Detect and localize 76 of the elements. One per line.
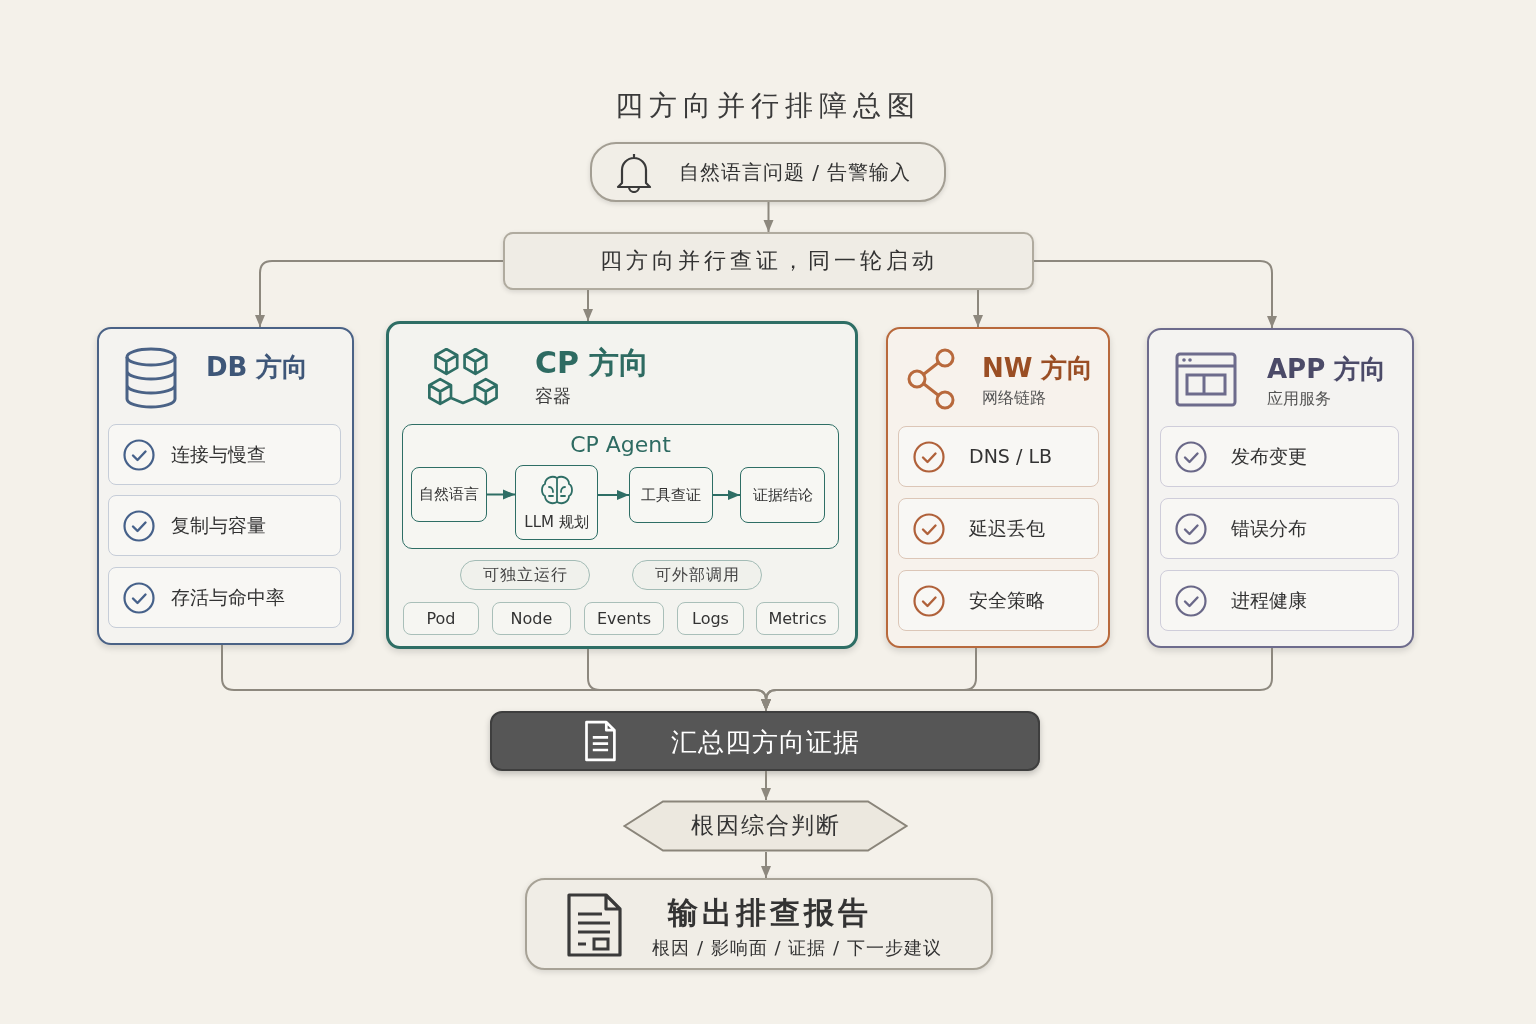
agent-frame bbox=[402, 424, 839, 549]
source-chip bbox=[756, 602, 839, 635]
arrow bbox=[763, 201, 774, 233]
report-heading: 输出排查报告 bbox=[668, 896, 872, 929]
check-label: 连接与慢查 bbox=[171, 444, 266, 465]
step-label: 自然语言 bbox=[419, 486, 479, 503]
check-label: 进程健康 bbox=[1231, 590, 1307, 611]
panel-subheading: 容器 bbox=[535, 386, 571, 406]
panel-heading: CP 方向 bbox=[535, 346, 650, 379]
check-item bbox=[898, 426, 1099, 487]
arrow bbox=[712, 490, 741, 500]
source-chip bbox=[677, 602, 744, 635]
check-item bbox=[108, 424, 341, 485]
source-label: Pod bbox=[426, 609, 456, 628]
step-label: LLM 规划 bbox=[524, 513, 589, 531]
panel bbox=[386, 321, 858, 649]
check-item bbox=[1160, 498, 1399, 559]
step-box bbox=[629, 467, 713, 523]
tag-label: 可外部调用 bbox=[654, 566, 740, 584]
decision-label: 根因综合判断 bbox=[690, 813, 841, 839]
check-label: 复制与容量 bbox=[171, 515, 266, 536]
panel bbox=[97, 327, 354, 645]
summary-label: 汇总四方向证据 bbox=[670, 728, 860, 757]
check-item bbox=[898, 498, 1099, 559]
arrow bbox=[761, 851, 771, 879]
banner-heading: 四方向并行查证，同一轮启动 bbox=[599, 248, 938, 274]
check-label: 存活与命中率 bbox=[171, 587, 285, 608]
agent-heading: CP Agent bbox=[570, 433, 671, 458]
arrow bbox=[1033, 260, 1277, 329]
arrow bbox=[597, 490, 630, 500]
step-box bbox=[515, 465, 598, 540]
source-label: Metrics bbox=[768, 609, 827, 628]
check-label: 错误分布 bbox=[1231, 518, 1307, 539]
tag-label: 可独立运行 bbox=[482, 566, 568, 584]
arrow bbox=[761, 647, 1273, 712]
panel-heading: APP 方向 bbox=[1267, 355, 1387, 384]
source-label: Node bbox=[510, 609, 553, 628]
check-label: 发布变更 bbox=[1231, 446, 1307, 467]
panel-heading: DB 方向 bbox=[206, 353, 309, 382]
tag-pill bbox=[632, 560, 762, 590]
check-item bbox=[1160, 426, 1399, 487]
panel-heading: NW 方向 bbox=[982, 354, 1094, 383]
panel-subheading: 应用服务 bbox=[1267, 390, 1331, 408]
check-label: 安全策略 bbox=[969, 590, 1045, 611]
source-chip bbox=[403, 602, 479, 635]
step-label: 证据结论 bbox=[752, 486, 813, 504]
report-subheading: 根因 / 影响面 / 证据 / 下一步建议 bbox=[652, 938, 942, 958]
check-item bbox=[898, 570, 1099, 631]
check-item bbox=[1160, 570, 1399, 631]
step-box bbox=[740, 467, 825, 523]
title: 四方向并行排障总图 bbox=[615, 91, 921, 122]
input-label: 自然语言问题 / 告警输入 bbox=[679, 161, 912, 183]
step-label: 工具查证 bbox=[641, 486, 701, 504]
banner-box bbox=[503, 232, 1034, 290]
check-item bbox=[108, 495, 341, 556]
arrow bbox=[761, 770, 771, 801]
panel bbox=[886, 327, 1110, 648]
summary-bar bbox=[490, 711, 1040, 771]
check-item bbox=[108, 567, 341, 628]
panel-subheading: 网络链路 bbox=[982, 389, 1046, 407]
source-label: Logs bbox=[692, 609, 729, 628]
panel bbox=[1147, 328, 1414, 648]
source-chip bbox=[492, 602, 571, 635]
source-chip bbox=[584, 602, 664, 635]
check-label: DNS / LB bbox=[969, 446, 1052, 467]
source-label: Events bbox=[596, 609, 652, 628]
input-box bbox=[590, 142, 946, 202]
step-box bbox=[411, 467, 487, 522]
tag-pill bbox=[460, 560, 590, 590]
decision-hexagon bbox=[623, 800, 908, 852]
arrow bbox=[973, 289, 983, 328]
arrow bbox=[583, 289, 593, 322]
report-box bbox=[525, 878, 993, 970]
arrow bbox=[255, 260, 504, 328]
arrow bbox=[486, 489, 516, 500]
check-label: 延迟丢包 bbox=[969, 518, 1045, 539]
